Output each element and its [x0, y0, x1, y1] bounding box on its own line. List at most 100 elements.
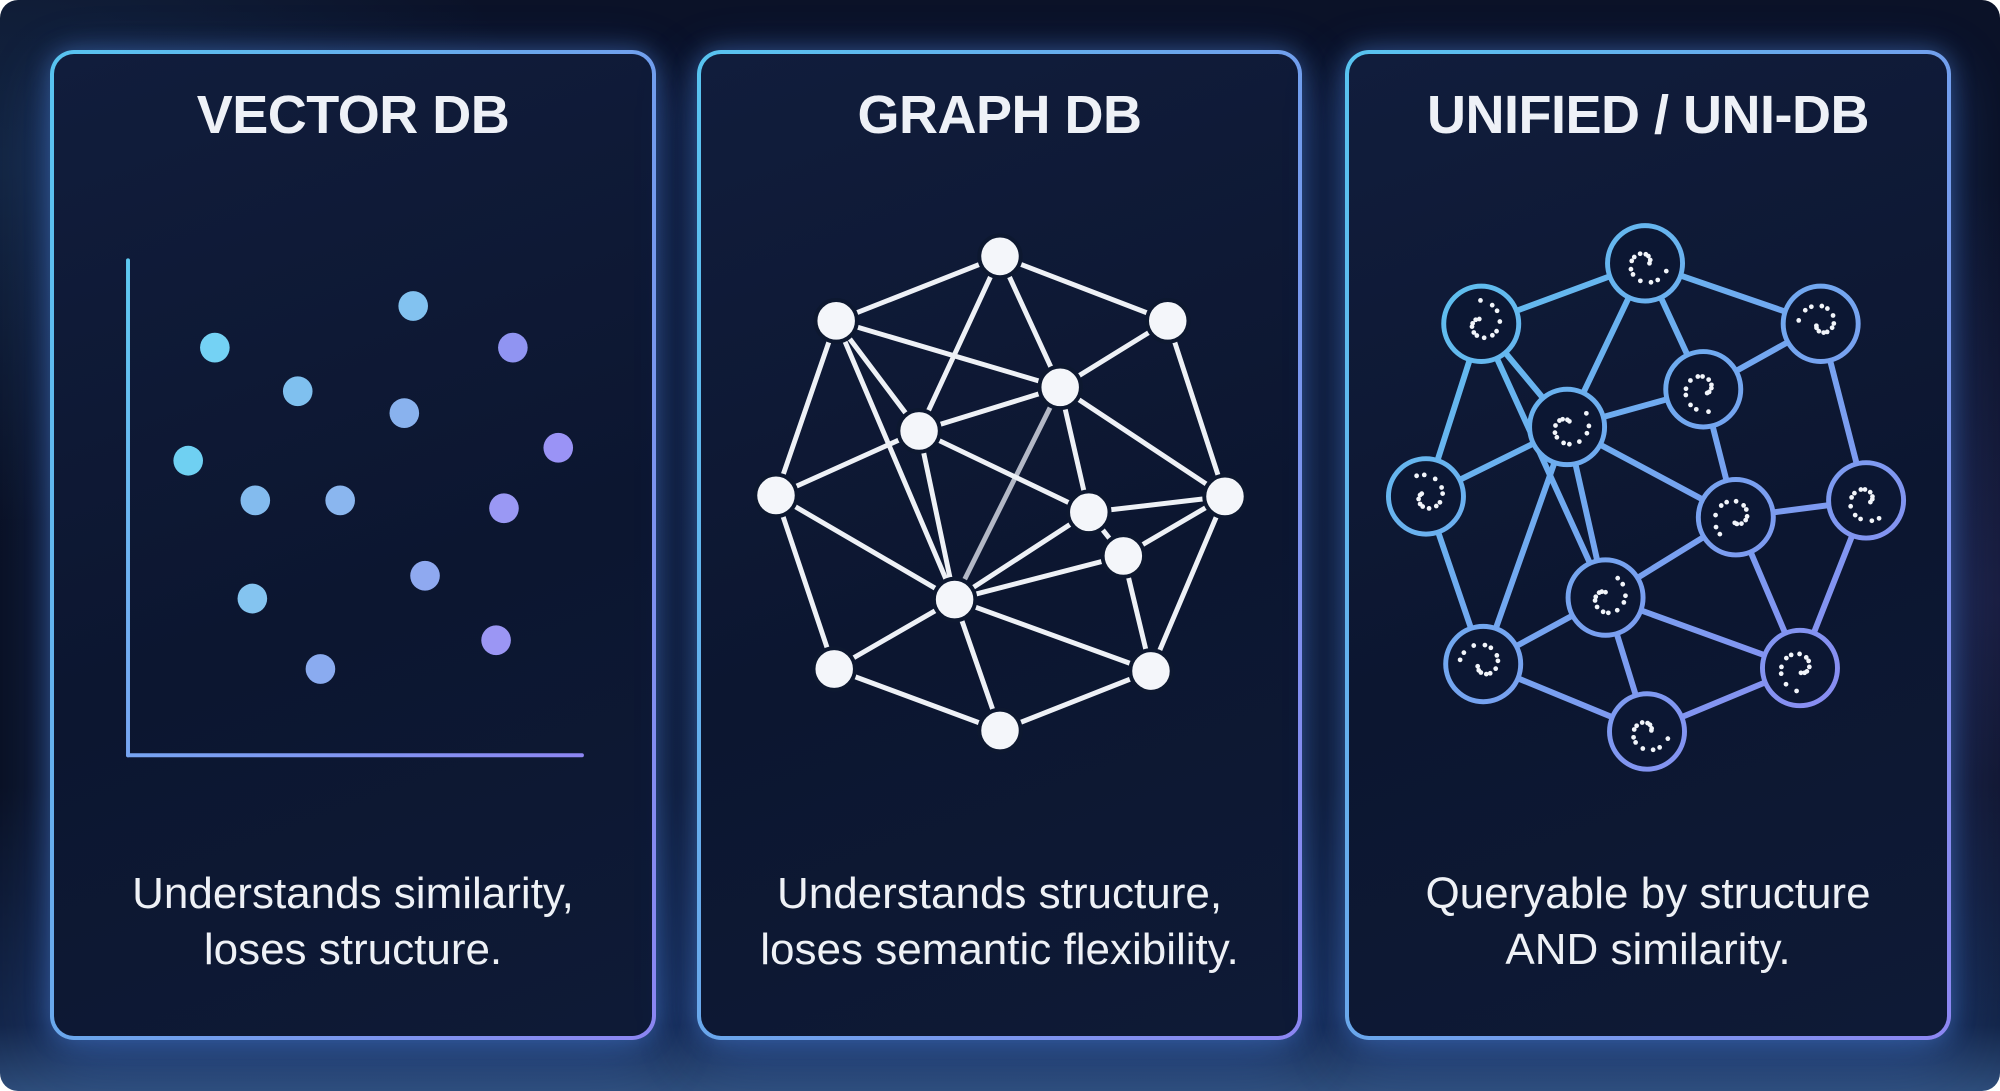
graph-node — [977, 707, 1023, 754]
graph-edge — [1602, 594, 1803, 671]
node-speck — [1693, 406, 1699, 412]
node-speck — [1706, 409, 1711, 415]
graph-edge — [833, 253, 1003, 324]
graph-edge — [1642, 260, 1824, 327]
node-speck — [1439, 485, 1444, 490]
graph-edge — [831, 666, 1003, 733]
node-speck — [1646, 253, 1651, 259]
node-speck — [1623, 593, 1628, 599]
node-speck — [1649, 725, 1655, 731]
node-speck — [1663, 268, 1669, 274]
panel-caption-unified-db: Queryable by structure AND similarity. — [1349, 866, 1947, 978]
graph-edge — [952, 597, 1003, 733]
node-speck — [1630, 272, 1636, 277]
node-speck — [1862, 487, 1868, 492]
node-speck — [1639, 720, 1645, 725]
node-speck — [1620, 581, 1626, 587]
graph-node — [1607, 691, 1687, 772]
graph-node — [753, 472, 799, 519]
scatter-point — [240, 485, 271, 516]
node-speck — [1494, 653, 1500, 658]
graph-edge — [1480, 594, 1609, 668]
panel-graph-db-body: GRAPH DB Understands structure, loses se… — [701, 54, 1298, 1036]
graph-edge — [952, 597, 1154, 674]
node-speck — [1695, 374, 1701, 379]
graph-edge — [1086, 509, 1126, 559]
node-speck — [1567, 418, 1572, 424]
node-speck — [1743, 507, 1749, 512]
node-speck — [1849, 495, 1854, 500]
node-speck — [1797, 651, 1802, 657]
node-speck — [1421, 472, 1427, 478]
node-speck — [1732, 520, 1738, 526]
node-speck — [1461, 650, 1467, 656]
graph-edge — [1120, 493, 1228, 559]
graph-edge — [1165, 318, 1228, 499]
node-speck — [1586, 423, 1592, 429]
node-speck — [1605, 610, 1611, 616]
node-speck — [1474, 333, 1480, 338]
graph-edge — [1797, 497, 1870, 671]
node-speck — [1584, 430, 1590, 436]
node-speck — [1783, 681, 1789, 687]
graph-edge — [1564, 260, 1648, 430]
graph-edge — [1700, 320, 1824, 393]
node-speck — [1647, 257, 1653, 263]
graph-edge — [1057, 384, 1092, 515]
graph-edge — [773, 492, 837, 672]
graph-edge — [1086, 493, 1228, 515]
node-speck — [1806, 664, 1812, 670]
node-speck — [1734, 521, 1740, 527]
caption-line: Understands similarity, — [132, 869, 574, 918]
node-speck — [1718, 503, 1724, 508]
node-speck — [1557, 418, 1562, 423]
graph-edge — [1732, 497, 1870, 521]
scatter-point — [325, 485, 355, 516]
scatter-point — [173, 445, 204, 476]
graph-node — [1128, 648, 1174, 694]
node-speck — [1798, 670, 1804, 676]
node-speck — [1713, 512, 1718, 518]
node-speck — [1709, 385, 1714, 391]
graph-edge — [1817, 320, 1870, 504]
node-speck — [1724, 499, 1730, 505]
node-speck — [1796, 318, 1802, 323]
graph-edge-muted — [952, 384, 1063, 603]
scatter-point — [200, 332, 230, 363]
node-speck — [1471, 643, 1477, 648]
scatter-point — [498, 332, 528, 363]
node-speck — [1631, 727, 1637, 732]
node-speck — [1426, 506, 1432, 511]
node-speck — [1583, 410, 1589, 416]
node-speck — [1633, 740, 1638, 745]
node-speck — [1816, 328, 1822, 334]
node-speck — [1830, 313, 1836, 318]
node-speck — [1869, 496, 1875, 502]
node-speck — [1478, 670, 1484, 675]
graph-node — [1527, 386, 1608, 468]
node-speck — [1631, 254, 1637, 260]
graph-edge — [833, 318, 1063, 390]
node-speck — [1565, 417, 1570, 423]
node-speck — [1483, 671, 1489, 677]
node-speck — [1814, 325, 1819, 331]
graph-node — [1100, 533, 1147, 579]
node-speck — [1596, 590, 1602, 596]
graph-node — [977, 233, 1023, 280]
node-speck — [1868, 499, 1873, 505]
graph-edge — [1642, 260, 1707, 393]
panel-title-vector-db: VECTOR DB — [196, 85, 510, 145]
node-speck — [1475, 663, 1481, 669]
scatter-point — [398, 291, 428, 321]
node-speck — [1683, 386, 1689, 392]
graph-edge — [997, 668, 1154, 733]
graph-edge — [1732, 514, 1803, 671]
node-speck — [1494, 308, 1500, 314]
graph-edge — [1057, 384, 1228, 499]
node-speck — [1553, 423, 1558, 428]
graph-edge — [773, 318, 839, 498]
graph-edge — [1564, 386, 1707, 430]
graph-node — [1145, 298, 1191, 344]
node-speck — [1831, 321, 1837, 326]
panel-caption-graph-db: Understands structure, loses semantic fl… — [701, 866, 1298, 978]
